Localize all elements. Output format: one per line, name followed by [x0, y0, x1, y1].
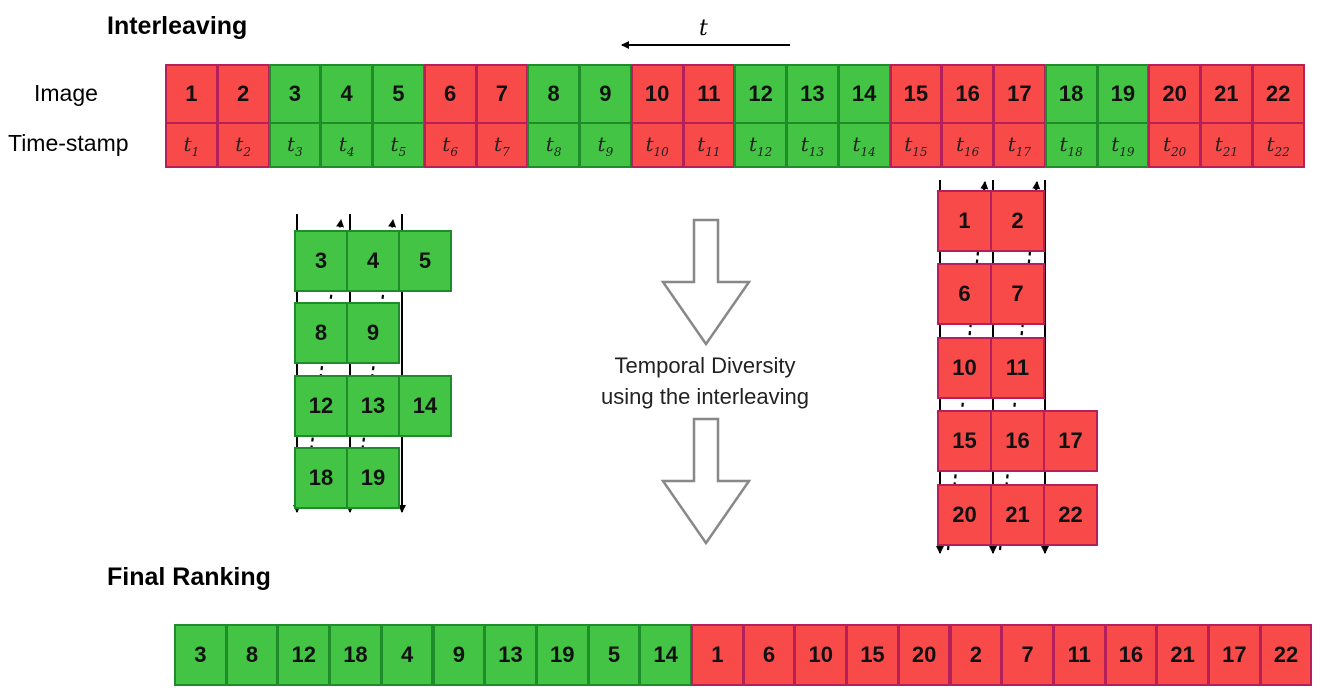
timestamp-cell: t22	[1251, 122, 1305, 168]
red-group-cell: 15	[937, 410, 992, 472]
red-group-cell: 7	[990, 263, 1045, 325]
green-group-cell: 14	[398, 375, 452, 437]
image-cell: 16	[941, 64, 994, 124]
image-cell: 15	[889, 64, 943, 124]
green-group-cell: 5	[398, 230, 452, 292]
final-ranking-cell: 4	[380, 624, 434, 686]
timestamp-cell: t14	[837, 122, 891, 168]
timestamp-cell: t12	[734, 122, 787, 168]
timestamp-cell: t8	[527, 122, 580, 168]
image-cell: 4	[320, 64, 373, 124]
timestamp-cell: t17	[993, 122, 1046, 168]
green-group-cell: 8	[294, 302, 348, 364]
final-ranking-cell: 12	[277, 624, 331, 686]
timestamp-cell: t9	[579, 122, 632, 168]
image-cell: 14	[837, 64, 891, 124]
final-ranking-cell: 11	[1052, 624, 1106, 686]
red-group-cell: 17	[1043, 410, 1098, 472]
time-axis-label: t	[699, 16, 708, 41]
timestamp-cell: t21	[1200, 122, 1253, 168]
final-ranking-cell: 15	[846, 624, 899, 686]
timestamp-cell: t3	[268, 122, 322, 168]
image-cell: 5	[372, 64, 425, 124]
image-cell: 3	[268, 64, 322, 124]
image-cell: 8	[527, 64, 580, 124]
image-cell: 1	[165, 64, 218, 124]
red-group-cell: 22	[1043, 484, 1098, 546]
red-group-cell: 11	[990, 337, 1045, 399]
red-group-cell: 6	[937, 263, 992, 325]
down-arrow-top	[660, 218, 752, 347]
final-ranking-cell: 9	[432, 624, 486, 686]
timestamp-cell: t19	[1096, 122, 1150, 168]
temporal-diversity-caption: Temporal Diversity using the interleavin…	[560, 350, 850, 412]
timestamp-cell: t10	[630, 122, 684, 168]
final-ranking-cell: 22	[1259, 624, 1313, 686]
timestamp-cell: t7	[475, 122, 529, 168]
red-group-cell: 16	[990, 410, 1045, 472]
final-ranking-cell: 18	[329, 624, 382, 686]
timestamp-cell: t16	[941, 122, 994, 168]
timestamp-cell: t11	[682, 122, 736, 168]
final-ranking-cell: 19	[535, 624, 589, 686]
timestamp-row-label: Time-stamp	[8, 130, 129, 156]
down-arrow-bottom	[660, 417, 752, 546]
final-ranking-cell: 2	[949, 624, 1003, 686]
final-ranking-cell: 3	[174, 624, 227, 686]
red-group-cell: 10	[937, 337, 992, 399]
timestamp-cell: t2	[216, 122, 270, 168]
timestamp-cell: t13	[786, 122, 839, 168]
final-ranking-cell: 21	[1156, 624, 1209, 686]
final-ranking-title: Final Ranking	[107, 563, 271, 591]
red-group-cell: 20	[937, 484, 992, 546]
final-ranking-cell: 5	[587, 624, 641, 686]
final-ranking-cell: 7	[1001, 624, 1054, 686]
green-group-cell: 9	[346, 302, 400, 364]
timestamp-cell: t15	[889, 122, 943, 168]
final-ranking-cell: 6	[742, 624, 796, 686]
image-row-label: Image	[34, 80, 98, 106]
final-ranking-cell: 8	[225, 624, 279, 686]
image-cell: 9	[579, 64, 632, 124]
green-group-cell: 13	[346, 375, 400, 437]
image-cell: 21	[1200, 64, 1253, 124]
red-group-cell: 1	[937, 190, 992, 252]
image-cell: 12	[734, 64, 787, 124]
timestamp-cell: t5	[372, 122, 425, 168]
image-cell: 17	[993, 64, 1046, 124]
green-group-cell: 18	[294, 447, 348, 509]
diagram-title: Interleaving	[107, 12, 248, 40]
final-ranking-cell: 16	[1104, 624, 1158, 686]
red-group-cell: 21	[990, 484, 1045, 546]
final-ranking-cell: 17	[1208, 624, 1261, 686]
final-ranking-cell: 20	[897, 624, 951, 686]
caption-line-1: Temporal Diversity	[614, 353, 796, 378]
green-group-cell: 19	[346, 447, 400, 509]
timestamp-cell: t1	[165, 122, 218, 168]
timestamp-cell: t18	[1044, 122, 1098, 168]
timestamp-cell: t6	[423, 122, 477, 168]
image-cell: 22	[1251, 64, 1305, 124]
image-cell: 10	[630, 64, 684, 124]
final-ranking-cell: 14	[639, 624, 692, 686]
image-cell: 13	[786, 64, 839, 124]
image-cell: 19	[1096, 64, 1150, 124]
red-group-cell: 2	[990, 190, 1045, 252]
final-ranking-cell: 10	[794, 624, 848, 686]
timestamp-cell: t20	[1148, 122, 1201, 168]
image-cell: 18	[1044, 64, 1098, 124]
timestamp-cell: t4	[320, 122, 373, 168]
image-cell: 7	[475, 64, 529, 124]
green-group-cell: 4	[346, 230, 400, 292]
caption-line-2: using the interleaving	[601, 384, 809, 409]
image-cell: 2	[216, 64, 270, 124]
image-cell: 11	[682, 64, 736, 124]
green-group-cell: 3	[294, 230, 348, 292]
final-ranking-cell: 1	[691, 624, 744, 686]
final-ranking-cell: 13	[484, 624, 537, 686]
image-cell: 20	[1148, 64, 1201, 124]
image-cell: 6	[423, 64, 477, 124]
green-group-cell: 12	[294, 375, 348, 437]
